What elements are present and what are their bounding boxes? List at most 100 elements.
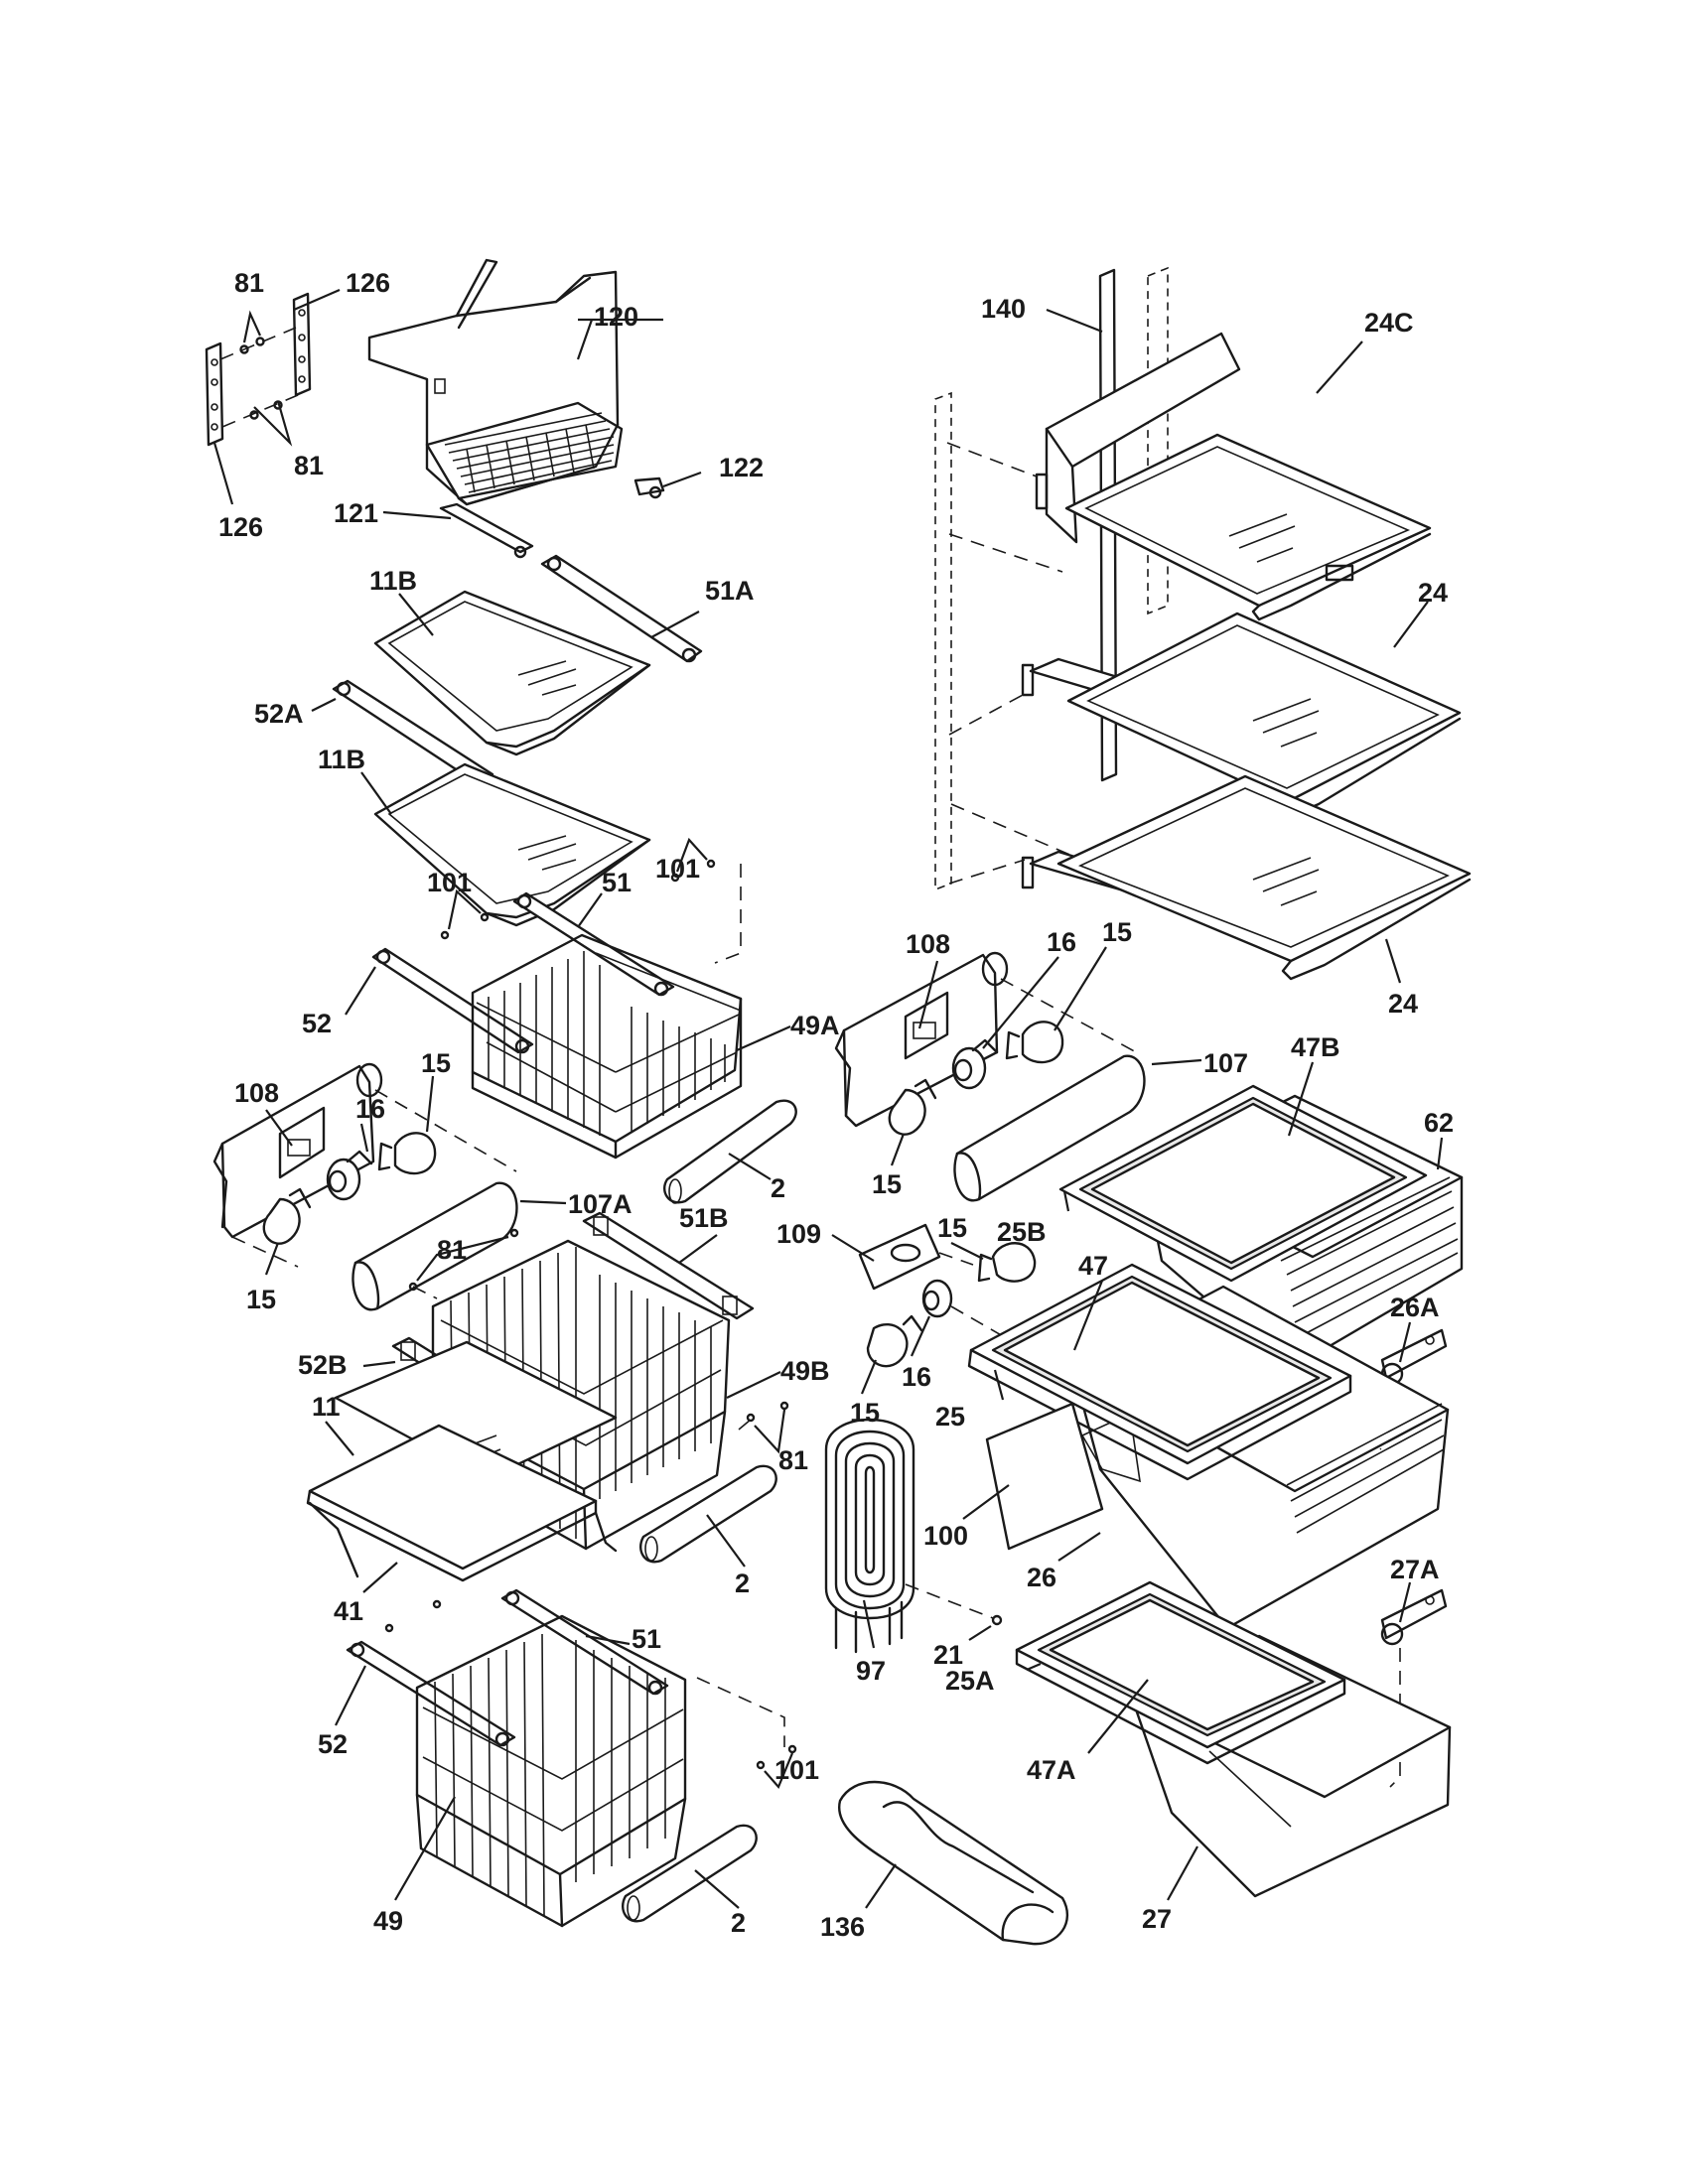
callout-25A: 25A [945, 1666, 995, 1696]
callout-27A: 27A [1390, 1555, 1440, 1584]
wire-basket-49A [471, 933, 743, 1160]
rail-51-lower [500, 1588, 669, 1696]
crisper-cover-25B [1058, 1084, 1428, 1283]
callout-126: 126 [346, 268, 390, 298]
callout-49: 49 [373, 1906, 403, 1936]
bulb-15-center-upper [977, 1242, 1037, 1283]
callout-81: 81 [437, 1235, 467, 1265]
callout-120: 120 [594, 302, 638, 332]
socket-16-right [951, 1038, 999, 1090]
callout-52: 52 [302, 1009, 332, 1038]
crisper-cover-25A [1015, 1580, 1346, 1765]
callout-27: 27 [1142, 1904, 1172, 1934]
glass-shelf-24-lower [1021, 774, 1472, 981]
callout-11B: 11B [369, 566, 417, 596]
ice-bin-120 [367, 258, 624, 506]
callout-49A: 49A [790, 1011, 840, 1040]
glass-shelf-24C [1035, 332, 1432, 621]
glass-shelf-24-middle [1021, 612, 1462, 820]
callout-15: 15 [246, 1285, 276, 1314]
screws-101-upper [440, 859, 716, 940]
callout-11B: 11B [318, 745, 365, 774]
callout-21: 21 [933, 1640, 963, 1670]
rail-52-lower [346, 1640, 516, 1747]
lens-cover-107A [352, 1181, 518, 1311]
callout-52B: 52B [298, 1350, 348, 1380]
callout-11: 11 [312, 1392, 341, 1422]
callout-47A: 47A [1027, 1755, 1076, 1785]
handle-2-lower [621, 1824, 758, 1923]
divider-100 [985, 1402, 1104, 1551]
callout-41: 41 [334, 1596, 363, 1626]
callout-2: 2 [771, 1173, 785, 1203]
slide-121 [439, 502, 534, 559]
rail-51A [540, 554, 703, 663]
callout-2: 2 [731, 1908, 746, 1938]
light-housing-108-left [212, 1062, 383, 1239]
glass-shelf-11B-lower [373, 762, 651, 927]
shelf-frame-41 [308, 1501, 618, 1578]
callout-122: 122 [719, 453, 764, 482]
callout-107: 107 [1203, 1048, 1248, 1078]
handle-2-upper [662, 1099, 797, 1204]
screws-81-lower [746, 1401, 789, 1423]
callout-52: 52 [318, 1729, 348, 1759]
callout-25: 25 [935, 1402, 965, 1432]
callout-15: 15 [1102, 917, 1132, 947]
callout-100: 100 [923, 1521, 968, 1551]
screws-81 [239, 337, 283, 420]
callout-51: 51 [602, 868, 632, 897]
humidity-slider-26A [1380, 1328, 1448, 1386]
callout-62: 62 [1424, 1108, 1454, 1138]
bulb-15-center-lower [866, 1314, 923, 1368]
callout-16: 16 [902, 1362, 931, 1392]
callout-24C: 24C [1364, 308, 1414, 338]
callout-26A: 26A [1390, 1293, 1440, 1322]
humidity-slider-27A [1380, 1588, 1448, 1646]
callout-16: 16 [1047, 927, 1076, 957]
callout-108: 108 [906, 929, 950, 959]
bulb-15-right-upper [1005, 1021, 1064, 1064]
callout-2: 2 [735, 1569, 750, 1598]
lens-cover-107 [953, 1054, 1146, 1202]
callout-24: 24 [1418, 578, 1448, 608]
screw-21 [991, 1614, 1003, 1626]
callout-25B: 25B [997, 1217, 1047, 1247]
glass-shelf-11 [306, 1340, 618, 1582]
callout-108: 108 [234, 1078, 279, 1108]
crisper-cover-25 [967, 1263, 1352, 1481]
callout-101: 101 [655, 854, 700, 884]
callout-140: 140 [981, 294, 1026, 324]
callout-26: 26 [1027, 1563, 1056, 1592]
callout-47B: 47B [1291, 1032, 1340, 1062]
cover-136 [837, 1780, 1068, 1946]
callout-15: 15 [872, 1169, 902, 1199]
bulb-15-left-upper [377, 1132, 437, 1175]
callout-121: 121 [334, 498, 378, 528]
callout-15: 15 [850, 1398, 880, 1428]
pin-122 [633, 477, 665, 499]
callout-52A: 52A [254, 699, 304, 729]
glass-shelf-11B-upper [373, 590, 651, 756]
bracket-126-left [205, 341, 224, 447]
light-bracket-109 [858, 1223, 941, 1291]
callout-51A: 51A [705, 576, 755, 606]
callout-126: 126 [218, 512, 263, 542]
bulb-15-left-lower [262, 1187, 312, 1245]
screws-101-lower [384, 1599, 797, 1770]
rail-51B [582, 1211, 755, 1320]
callout-101: 101 [427, 868, 472, 897]
bracket-126-right [292, 292, 312, 397]
callout-81: 81 [778, 1445, 808, 1475]
callout-51: 51 [632, 1624, 661, 1654]
bulb-15-right-lower [888, 1078, 937, 1136]
callout-136: 136 [820, 1912, 865, 1942]
handle-2-middle [638, 1464, 777, 1564]
socket-16-center [921, 1279, 953, 1318]
callout-49B: 49B [780, 1356, 830, 1386]
callout-109: 109 [776, 1219, 821, 1249]
callout-24: 24 [1388, 989, 1418, 1019]
socket-16-left [326, 1150, 373, 1201]
callout-81: 81 [294, 451, 324, 480]
callout-51B: 51B [679, 1203, 729, 1233]
